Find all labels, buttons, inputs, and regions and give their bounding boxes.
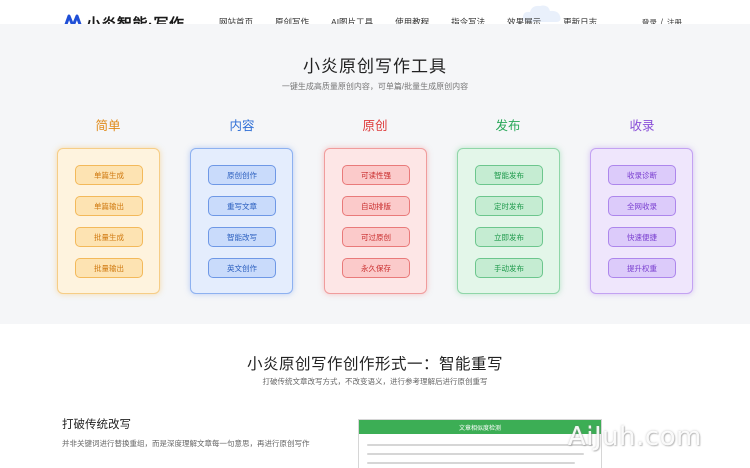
feature-button[interactable]: 批量生成	[75, 227, 143, 247]
feature-button[interactable]: 单篇生成	[75, 165, 143, 185]
nav-item-changelog[interactable]: 更新日志	[563, 17, 598, 27]
nav-item-tutorial[interactable]: 使用教程	[395, 17, 430, 27]
document-preview-header: 文章相似度检测	[359, 420, 601, 434]
feature-card-index: 收录诊断 全网收录 快速便捷 提升权重	[590, 148, 693, 294]
text-line	[367, 462, 575, 464]
section-subtitle: 打破传统文章改写方式，不改变语义，进行参考理解后进行原创重写	[262, 377, 488, 386]
main-menu: 网站首页 原创写作 AI图片工具 使用教程 指令写法 效果展示 更新日志	[205, 0, 619, 44]
nav-item-ai-image-tool[interactable]: AI图片工具	[331, 17, 374, 27]
nav-item-home[interactable]: 网站首页	[219, 17, 254, 27]
feature-button[interactable]: 可过原创	[342, 227, 410, 247]
feature-card-original: 可读性强 自动排版 可过原创 永久保存	[324, 148, 427, 294]
feature-button[interactable]: 立即发布	[475, 227, 543, 247]
auth-separator: /	[660, 17, 663, 26]
column-heading-publish: 发布	[495, 119, 521, 133]
nav-item-prompt-guide[interactable]: 指令写法	[451, 17, 486, 27]
feature-button[interactable]: 原创创作	[208, 165, 276, 185]
nav-item-showcase[interactable]: 效果展示	[507, 17, 542, 27]
auth-links: 登录 / 注册	[642, 17, 682, 28]
feature-button[interactable]: 自动排版	[342, 196, 410, 216]
register-link[interactable]: 注册	[667, 18, 682, 27]
column-heading-original: 原创	[362, 119, 388, 133]
document-preview: 文章相似度检测	[358, 419, 602, 468]
login-link[interactable]: 登录	[641, 18, 657, 27]
hero-section: 小炎原创写作工具 一键生成高质量原创内容，可单篇/批量生成原创内容 简单 内容 …	[0, 24, 750, 324]
text-line	[367, 453, 584, 455]
feature-button[interactable]: 全网收录	[608, 196, 676, 216]
feature-button[interactable]: 快速便捷	[608, 227, 676, 247]
feature-button[interactable]: 手动发布	[475, 258, 543, 278]
feature-button[interactable]: 定时发布	[475, 196, 543, 216]
cloud-decoration	[522, 5, 561, 22]
feature-button[interactable]: 智能发布	[475, 165, 543, 185]
column-heading-content: 内容	[229, 119, 255, 133]
column-heading-index: 收录	[629, 119, 655, 133]
feature-button[interactable]: 永久保存	[342, 258, 410, 278]
feature-button[interactable]: 提升权重	[608, 258, 676, 278]
feature-button[interactable]: 英文创作	[208, 258, 276, 278]
feature-button[interactable]: 智能改写	[208, 227, 276, 247]
feature-card-publish: 智能发布 定时发布 立即发布 手动发布	[457, 148, 560, 294]
watermark: AiJuh.com	[568, 422, 702, 452]
section-title: 小炎原创写作创作形式一：智能重写	[246, 356, 503, 373]
feature-description: 并非关键词进行替换重组，而是深度理解文章每一句意思，再进行原创写作	[62, 439, 310, 448]
hero-subtitle: 一键生成高质量原创内容，可单篇/批量生成原创内容	[281, 82, 469, 91]
feature-title: 打破传统改写	[62, 419, 131, 431]
nav-item-original-writing[interactable]: 原创写作	[275, 17, 310, 27]
text-line	[367, 444, 593, 446]
column-heading-simple: 简单	[95, 119, 121, 133]
feature-button[interactable]: 重写文章	[208, 196, 276, 216]
feature-button[interactable]: 可读性强	[342, 165, 410, 185]
feature-button[interactable]: 批量输出	[75, 258, 143, 278]
document-preview-body	[359, 434, 601, 464]
feature-card-content: 原创创作 重写文章 智能改写 英文创作	[190, 148, 293, 294]
feature-card-simple: 单篇生成 单篇输出 批量生成 批量输出	[57, 148, 160, 294]
feature-button[interactable]: 单篇输出	[75, 196, 143, 216]
feature-button[interactable]: 收录诊断	[608, 165, 676, 185]
hero-title: 小炎原创写作工具	[303, 57, 447, 76]
